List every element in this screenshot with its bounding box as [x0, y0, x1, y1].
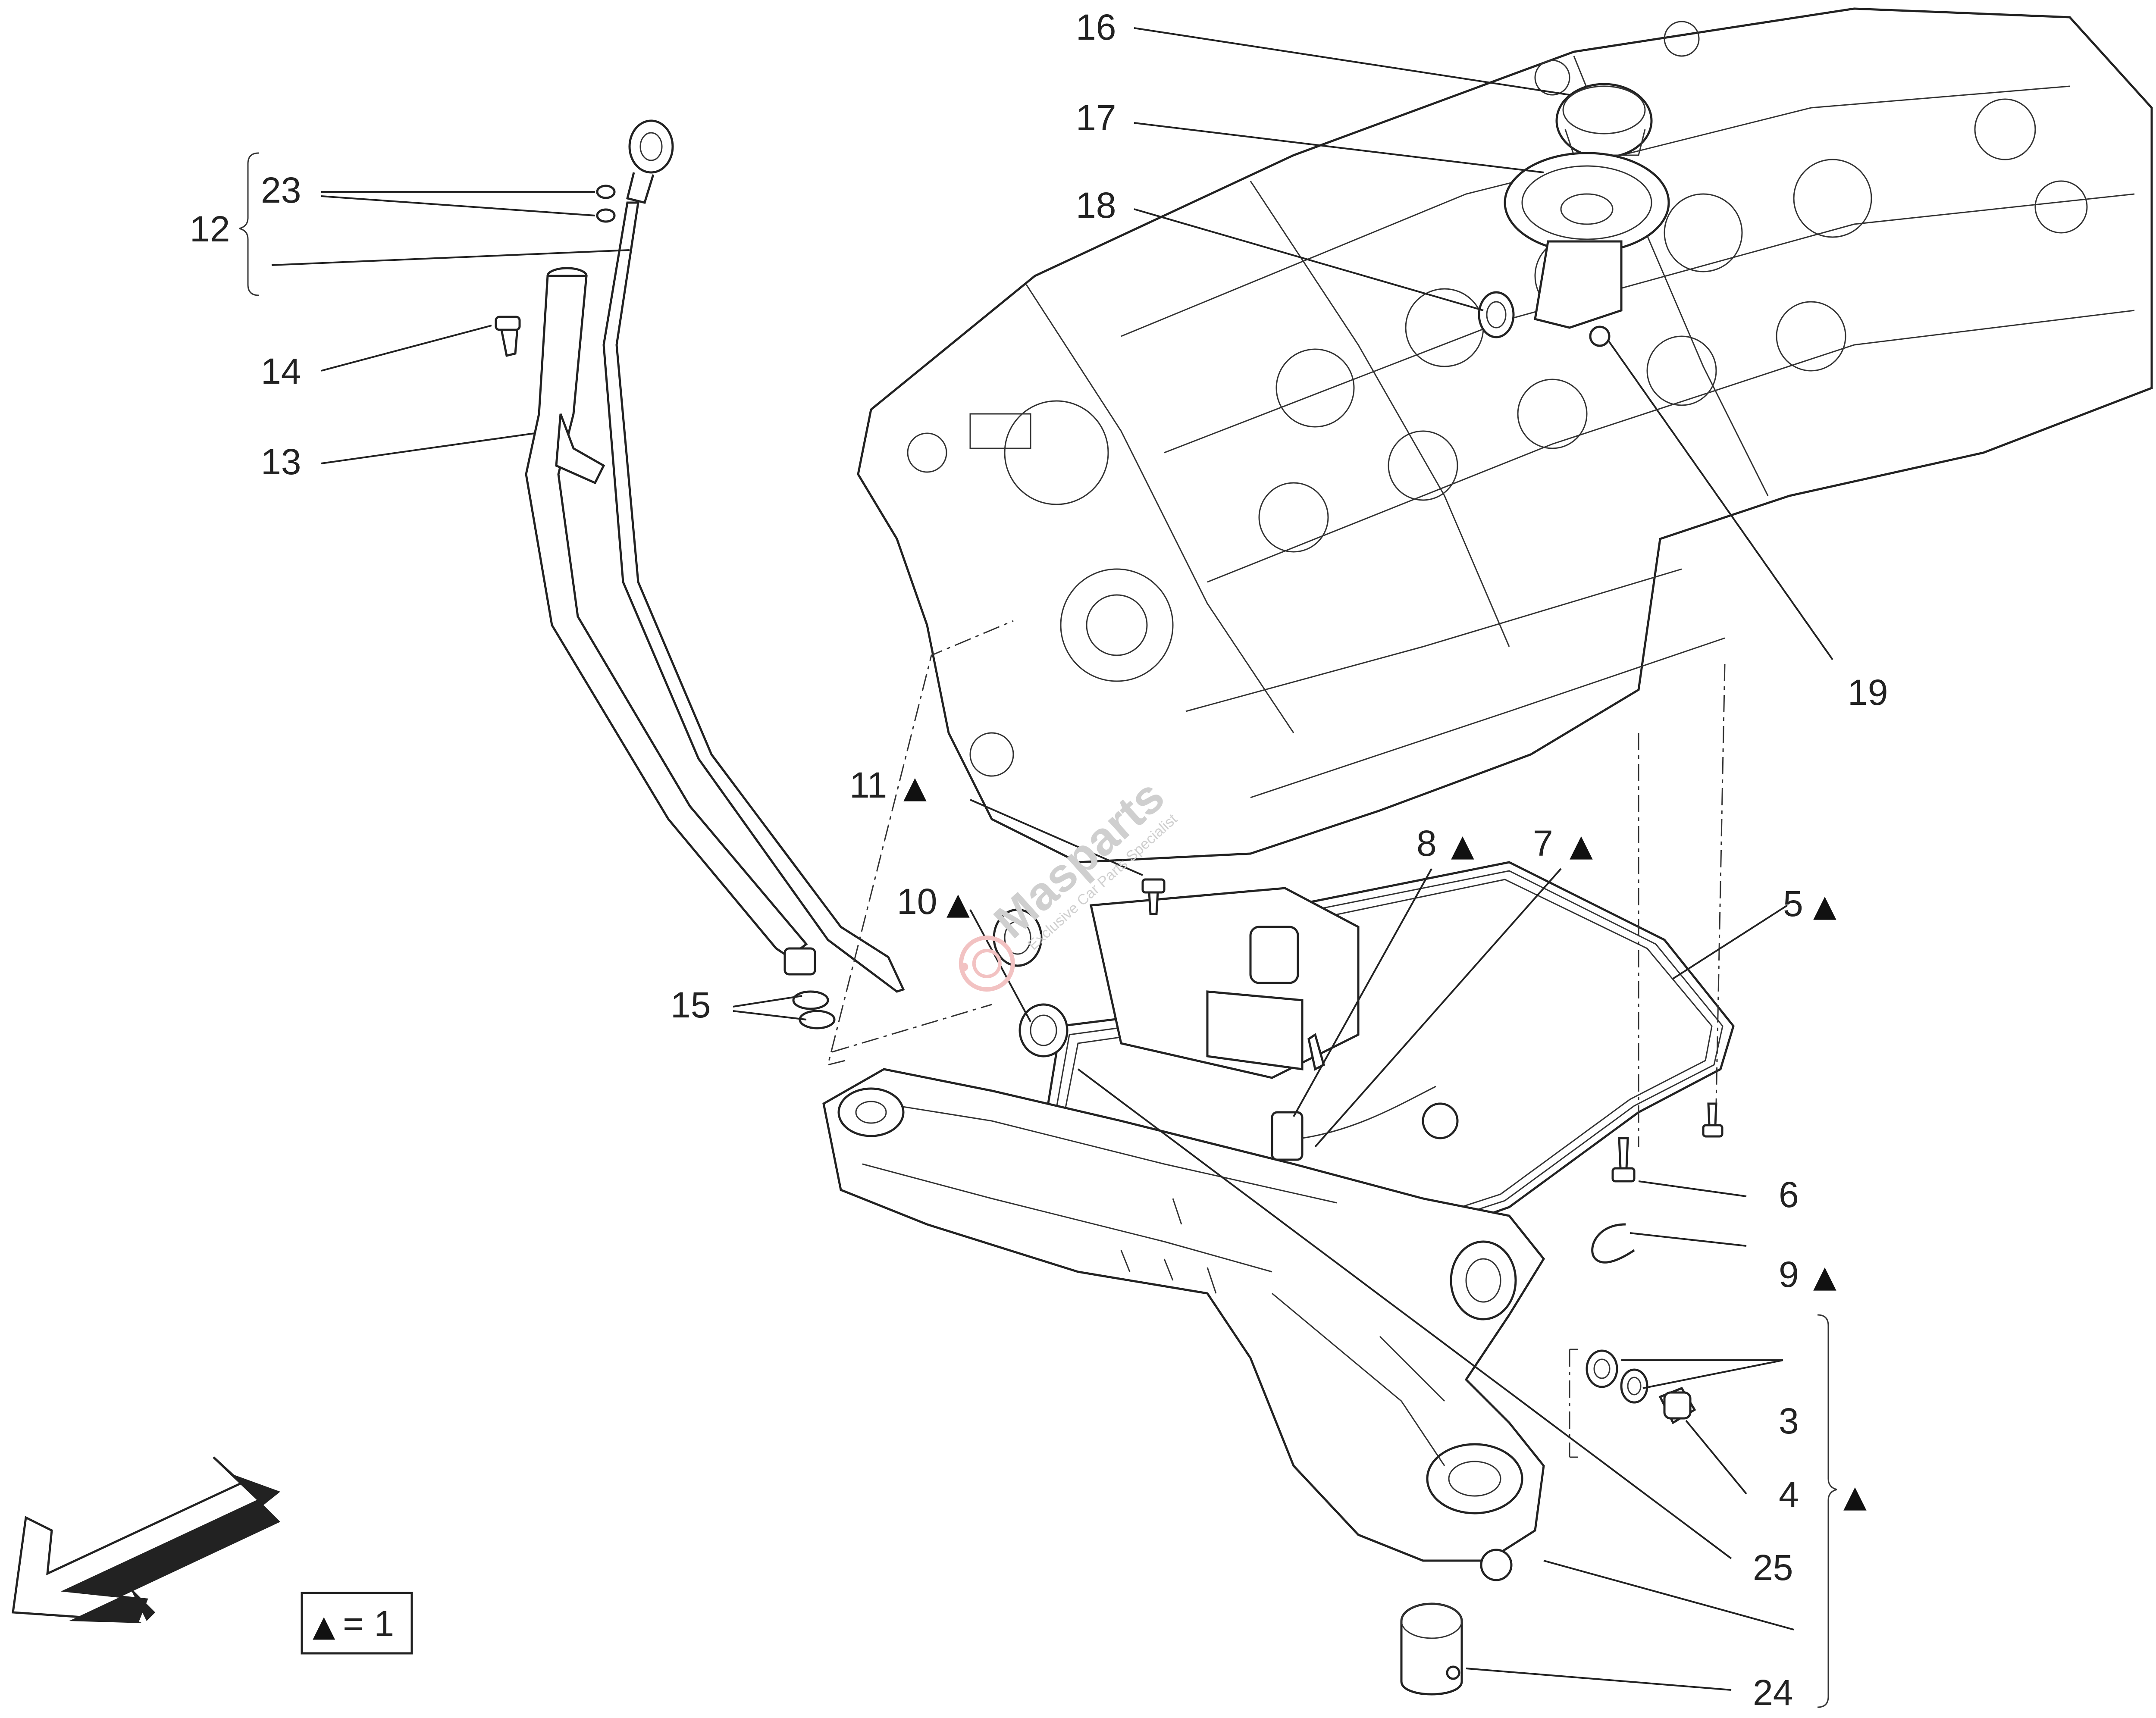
marker-triangle-7: ▲ — [1570, 828, 1593, 863]
callout-19: 19 — [1848, 672, 1888, 713]
callout-13: 13 — [261, 441, 301, 482]
callout-9: 9 — [1779, 1254, 1799, 1295]
callout-15: 15 — [671, 985, 711, 1025]
marker-triangle-group: ▲ — [1843, 1479, 1867, 1514]
oil-level-sensor — [1271, 1033, 1459, 1161]
clip — [1591, 1223, 1635, 1264]
oil-dipstick — [596, 119, 905, 993]
brake-disc-logo-icon — [959, 936, 1015, 992]
dipstick-guide-tube — [495, 267, 836, 1030]
callout-8: 8 — [1416, 823, 1437, 864]
marker-triangle-11: ▲ — [903, 770, 927, 805]
leader-lines — [271, 27, 1833, 1691]
callout-11: 11 — [849, 765, 887, 805]
drain-plug-kit — [1586, 1349, 1696, 1424]
callout-7: 7 — [1533, 823, 1553, 864]
callout-17: 17 — [1076, 97, 1116, 138]
callout-6: 6 — [1779, 1174, 1799, 1215]
legend-box: ▲ = 1 — [301, 1592, 413, 1655]
callout-23: 23 — [261, 170, 301, 210]
bolts — [1141, 878, 1724, 1183]
callout-12: 12 — [190, 209, 230, 249]
engine-block — [857, 7, 2153, 864]
callout-18: 18 — [1076, 185, 1116, 225]
sump-gasket — [993, 908, 1069, 1058]
assembly-lines — [827, 620, 1726, 1458]
callout-10: 10 — [897, 881, 937, 922]
callout-25: 25 — [1753, 1547, 1793, 1588]
oil-filler-assembly — [1478, 83, 1670, 347]
legend-equals: = 1 — [343, 1603, 394, 1644]
marker-triangle-8: ▲ — [1451, 828, 1474, 863]
callout-14: 14 — [261, 351, 301, 391]
legend-symbol: ▲ — [313, 1609, 335, 1643]
engine-subframe — [822, 1068, 1545, 1581]
marker-triangle-9: ▲ — [1813, 1259, 1836, 1294]
callout-labels: 16 17 18 19 12 23 14 13 11 ▲ 10 ▲ 8 ▲ 7 … — [190, 7, 1888, 1713]
bushing — [1400, 1602, 1463, 1696]
callout-16: 16 — [1076, 7, 1116, 47]
callout-3: 3 — [1779, 1401, 1799, 1441]
marker-triangle-5: ▲ — [1813, 888, 1836, 923]
marker-triangle-10: ▲ — [946, 886, 970, 921]
arrow-down-left-icon — [12, 1456, 280, 1623]
group-brackets — [239, 152, 1837, 1708]
callout-5: 5 — [1783, 883, 1803, 924]
callout-24: 24 — [1753, 1672, 1793, 1713]
callout-4: 4 — [1779, 1474, 1799, 1515]
